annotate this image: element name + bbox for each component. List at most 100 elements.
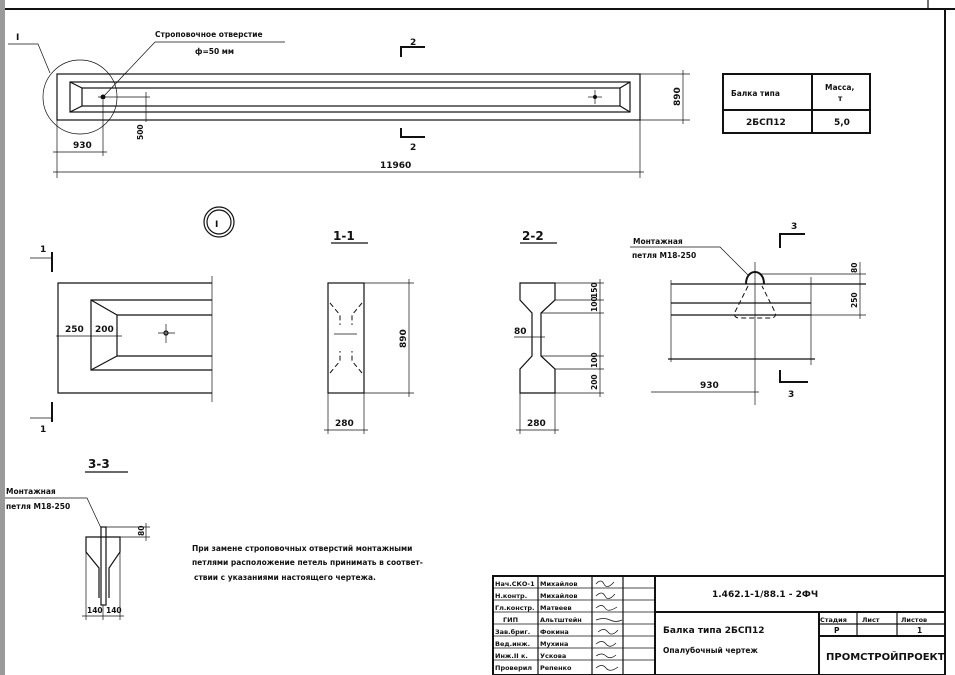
- drawing-line: [116, 314, 212, 357]
- section-2-2: 2-2 150 100 80 100 200 280: [514, 229, 604, 434]
- cell-beam-type: 2БСП12: [746, 118, 786, 128]
- drawing-line: [81, 87, 621, 107]
- sheets-value: 1: [917, 626, 922, 635]
- drawing-line: [8, 43, 51, 74]
- drawing-line: [619, 81, 631, 89]
- loop-label-2: петля М18-250: [6, 502, 70, 511]
- role: Вед.инж.: [495, 640, 530, 648]
- drawing-line: [206, 209, 232, 235]
- note: При замене строповочных отверстий монтаж…: [192, 544, 423, 582]
- drawing-line: [56, 73, 641, 121]
- spec-table: Балка типа Масса, т 2БСП12 5,0: [722, 73, 871, 134]
- dim-250: 250: [65, 325, 84, 335]
- loop-label-1: Монтажная: [633, 237, 683, 246]
- drawing-line: [492, 575, 946, 675]
- section-1-1-title: 1-1: [333, 229, 355, 243]
- beam-plan-view: I Строповочное отверстие ф=50 мм 2 2 930…: [8, 30, 690, 178]
- dim-280: 280: [527, 419, 546, 429]
- sheets-label: Листов: [901, 616, 927, 624]
- drawing-line: [102, 41, 285, 98]
- drawing-line: [493, 587, 655, 661]
- sheet-label: Лист: [862, 616, 880, 624]
- name: Репенко: [540, 664, 572, 672]
- detail-I: I 1 1 250 200: [30, 206, 235, 435]
- dim-11960: 11960: [380, 161, 411, 171]
- drawing-line: [619, 105, 631, 113]
- drawing-code: 1.462.1-1/88.1 - 2ФЧ: [712, 590, 818, 600]
- hole-diameter: ф=50 мм: [195, 47, 234, 56]
- note-line-2: петлями расположение петель принимать в …: [192, 558, 423, 567]
- loop-label-2: петля М18-250: [632, 251, 696, 260]
- dim-200: 200: [590, 374, 599, 390]
- header-beam-type: Балка типа: [731, 89, 780, 98]
- section-mark-2-top: 2: [410, 38, 416, 48]
- stage-label: Стадия: [820, 616, 847, 624]
- drawing-line: [69, 81, 83, 89]
- drawing-line: [5, 497, 102, 529]
- loop-label-1: Монтажная: [6, 487, 56, 496]
- header-mass: Масса,: [825, 83, 854, 92]
- dim-890: 890: [399, 329, 409, 348]
- drawing-line: [85, 536, 121, 598]
- name: Михайлов: [540, 592, 578, 600]
- dim-250: 250: [850, 292, 859, 308]
- role: Инж.II к.: [495, 652, 528, 660]
- drawing-line: [90, 355, 118, 371]
- drawing-line: [329, 302, 363, 374]
- section-3-3: 3-3 Монтажная петля М18-250 80 140 140: [5, 457, 150, 620]
- detail-I-marker: I: [215, 220, 218, 230]
- drawing-name-1: Балка типа 2БСП12: [663, 626, 765, 636]
- section-mark-1-top: 1: [40, 245, 46, 255]
- role: Зав.бриг.: [495, 628, 530, 636]
- dim-100-bottom: 100: [590, 352, 599, 368]
- drawing-line: [779, 233, 805, 248]
- role: Нач.СКО-1: [495, 580, 535, 588]
- drawing-line: [400, 46, 425, 57]
- drawing-line: [327, 282, 365, 394]
- section-mark-3-top: 3: [791, 222, 797, 232]
- dim-80: 80: [137, 526, 146, 536]
- name: Матвеев: [540, 604, 572, 612]
- role: ГИП: [503, 616, 518, 624]
- dim-80: 80: [850, 263, 859, 273]
- dim-930: 930: [700, 381, 719, 391]
- drawing-line: [69, 105, 83, 113]
- cell-mass: 5,0: [834, 118, 850, 128]
- dim-890: 890: [673, 87, 683, 106]
- hole-label: Строповочное отверстие: [155, 30, 263, 39]
- role: Гл.констр.: [495, 604, 534, 612]
- note-line-1: При замене строповочных отверстий монтаж…: [192, 544, 412, 553]
- name: Альтштейн: [540, 616, 582, 624]
- title-block: Нач.СКО-1 Н.контр. Гл.констр. ГИП Зав.бр…: [492, 575, 946, 675]
- detail-marker: I: [16, 33, 19, 43]
- section-1-1: 1-1 890 280: [324, 229, 414, 434]
- dim-200: 200: [95, 325, 114, 335]
- section-3-3-title: 3-3: [88, 457, 110, 471]
- section-2-2-title: 2-2: [522, 229, 544, 243]
- drawing-name-2: Опалубочный чертеж: [663, 646, 758, 655]
- header-mass-unit: т: [838, 94, 843, 103]
- signatures: [595, 580, 623, 671]
- role: Н.контр.: [495, 592, 527, 600]
- section-mark-3-bottom: 3: [788, 390, 794, 400]
- drawing-line: [779, 370, 808, 383]
- name: Михайлов: [540, 580, 578, 588]
- drawing-line: [163, 330, 169, 336]
- section-mark-2-bottom: 2: [410, 143, 416, 153]
- dim-100-top: 100: [590, 296, 599, 312]
- drawing-line: [400, 128, 425, 138]
- name: Фокина: [540, 628, 569, 636]
- drawing-line: [722, 73, 871, 134]
- dim-500: 500: [136, 124, 145, 140]
- drawing-line: [630, 246, 749, 276]
- drawing-line: Нач.СКО-1 Н.контр. Гл.констр. ГИП Зав.бр…: [495, 580, 582, 672]
- name: Мухина: [540, 640, 568, 648]
- name: Ускова: [540, 652, 566, 660]
- drawing-line: [100, 526, 107, 606]
- dim-140-left: 140: [87, 606, 103, 615]
- drawing-line: [203, 206, 235, 238]
- drawing-line: [57, 282, 212, 394]
- dim-280: 280: [335, 419, 354, 429]
- loop-elevation: Монтажная петля М18-250 3 3 80 250 930: [630, 222, 866, 405]
